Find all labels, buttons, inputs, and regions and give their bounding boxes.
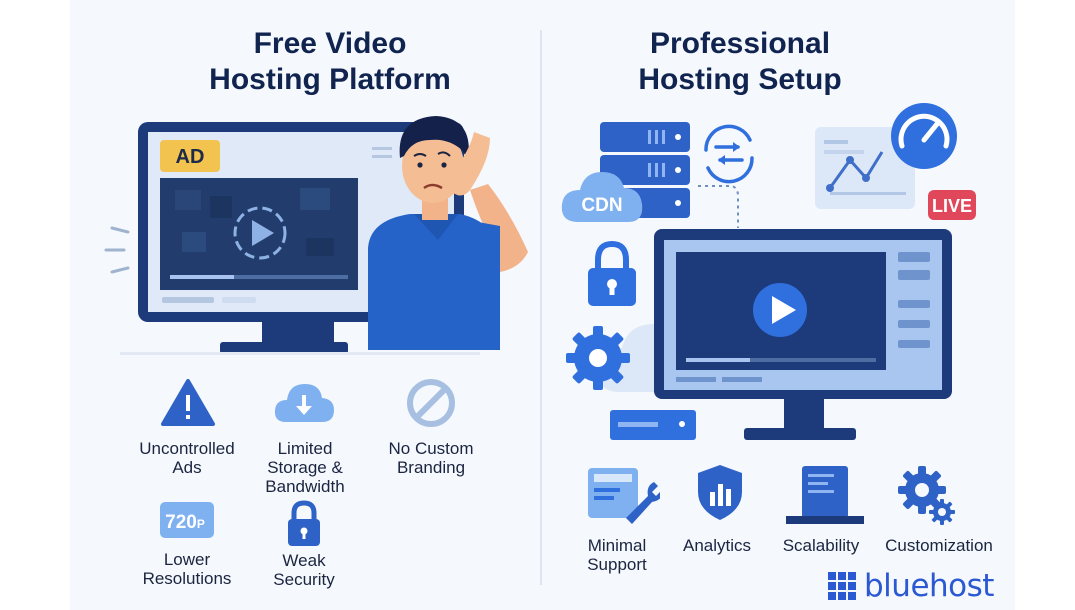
- feature-label-analytics: Analytics: [682, 536, 752, 555]
- svg-text:LIVE: LIVE: [932, 196, 972, 216]
- feature-label-lower-resolutions: Lower Resolutions: [142, 550, 232, 588]
- warning-icon: [161, 379, 215, 426]
- sync-arrows-icon: [704, 124, 754, 184]
- security-lock-icon: [588, 240, 636, 306]
- pixelated-video-player: [160, 178, 358, 290]
- feature-label-minimal-support: Minimal Support: [587, 536, 647, 574]
- pro-play-icon: [772, 296, 796, 324]
- professional-setup-illustration: CDN LIV: [561, 103, 976, 440]
- svg-text:720P: 720P: [165, 512, 205, 533]
- support-tools-icon: [588, 468, 660, 524]
- hardware-box-icon: [610, 410, 696, 440]
- free-platform-illustration: AD: [104, 116, 528, 355]
- confused-person-illustration: [368, 116, 528, 350]
- play-icon: [252, 220, 274, 246]
- feature-label-customization: Customization: [885, 536, 993, 555]
- feature-label-uncontrolled-ads: Uncontrolled Ads: [139, 439, 235, 477]
- analytics-shield-icon: [698, 465, 742, 520]
- resolution-720p-icon: 720P: [160, 502, 214, 538]
- cloud-download-icon: [274, 384, 334, 422]
- pro-hosting-title: Professional Hosting Setup: [580, 26, 900, 98]
- server-stack-icon: [786, 466, 864, 524]
- analytics-chart-card: [815, 127, 915, 209]
- ad-badge: AD: [160, 140, 220, 172]
- padlock-icon: [288, 500, 320, 546]
- live-badge: LIVE: [928, 190, 976, 220]
- bluehost-grid-icon: [828, 572, 856, 600]
- prohibited-icon: [407, 379, 455, 427]
- svg-text:AD: AD: [176, 146, 205, 168]
- center-divider: [540, 30, 542, 585]
- pro-title-line2: Hosting Setup: [638, 63, 842, 96]
- free-hosting-title: Free Video Hosting Platform: [160, 26, 500, 98]
- feature-label-limited-storage: Limited Storage & Bandwidth: [265, 439, 345, 496]
- brand-name: bluehost: [864, 568, 994, 604]
- bluehost-logo: bluehost: [828, 568, 994, 604]
- shake-lines: [104, 226, 130, 274]
- feature-label-weak-security: Weak Security: [273, 551, 335, 589]
- speedometer-icon: [891, 103, 957, 169]
- free-title-line1: Free Video: [253, 27, 407, 60]
- feature-label-no-custom-branding: No Custom Branding: [388, 439, 474, 477]
- feature-label-scalability: Scalability: [782, 536, 860, 555]
- cdn-cloud-icon: CDN: [561, 172, 643, 222]
- svg-text:CDN: CDN: [581, 195, 622, 216]
- free-title-line2: Hosting Platform: [209, 63, 451, 96]
- pro-monitor-icon: [654, 229, 952, 440]
- pro-title-line1: Professional: [649, 27, 831, 60]
- gears-icon: [898, 466, 955, 525]
